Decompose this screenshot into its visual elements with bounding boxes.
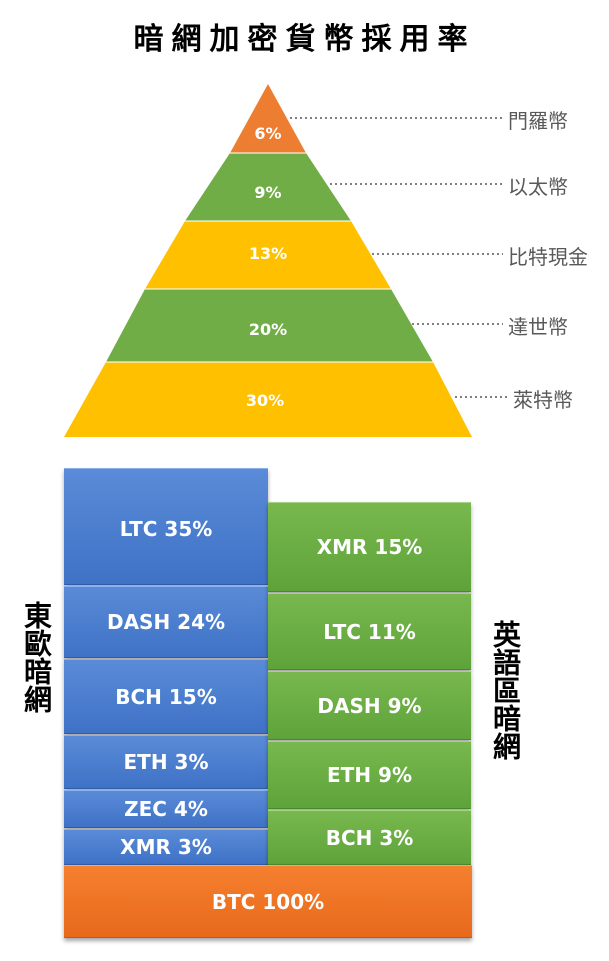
pyramid-value-1: 6% bbox=[254, 124, 282, 143]
pyramid-tier-3 bbox=[145, 221, 391, 289]
en-block-ltc: LTC 11% bbox=[268, 593, 471, 670]
pyramid-value-4: 20% bbox=[248, 320, 288, 339]
base-block-btc: BTC 100% bbox=[64, 865, 472, 938]
pyramid-value-5: 30% bbox=[245, 391, 285, 410]
pyramid-label-5: 萊特幣 bbox=[513, 388, 573, 412]
en-block-xmr: XMR 15% bbox=[268, 502, 471, 592]
ee-block-ltc: LTC 35% bbox=[64, 468, 268, 585]
pyramid-diagram bbox=[64, 84, 510, 437]
eastern-europe-label: 東歐暗網 bbox=[20, 601, 53, 713]
pyramid-tier-4 bbox=[106, 289, 433, 362]
page-title: 暗網加密貨幣採用率 bbox=[133, 22, 476, 57]
english-label: 英語區暗網 bbox=[489, 620, 522, 760]
ee-block-bch: BCH 15% bbox=[64, 659, 268, 734]
en-block-eth: ETH 9% bbox=[268, 741, 471, 809]
pyramid-label-1: 門羅幣 bbox=[508, 109, 568, 133]
ee-block-dash: DASH 24% bbox=[64, 586, 268, 658]
pyramid-tier-2 bbox=[185, 153, 351, 221]
pyramid-label-2: 以太幣 bbox=[508, 175, 568, 199]
pyramid-tier-5 bbox=[64, 362, 472, 437]
ee-block-eth: ETH 3% bbox=[64, 735, 268, 789]
ee-block-xmr: XMR 3% bbox=[64, 829, 268, 865]
pyramid-tier-1 bbox=[230, 84, 306, 153]
en-block-dash: DASH 9% bbox=[268, 671, 471, 740]
pyramid-value-2: 9% bbox=[254, 183, 282, 202]
pyramid-label-3: 比特現金 bbox=[508, 245, 588, 269]
en-block-bch: BCH 3% bbox=[268, 810, 471, 865]
pyramid-value-3: 13% bbox=[248, 244, 288, 263]
pyramid-label-4: 達世幣 bbox=[508, 315, 568, 339]
ee-block-zec: ZEC 4% bbox=[64, 790, 268, 828]
